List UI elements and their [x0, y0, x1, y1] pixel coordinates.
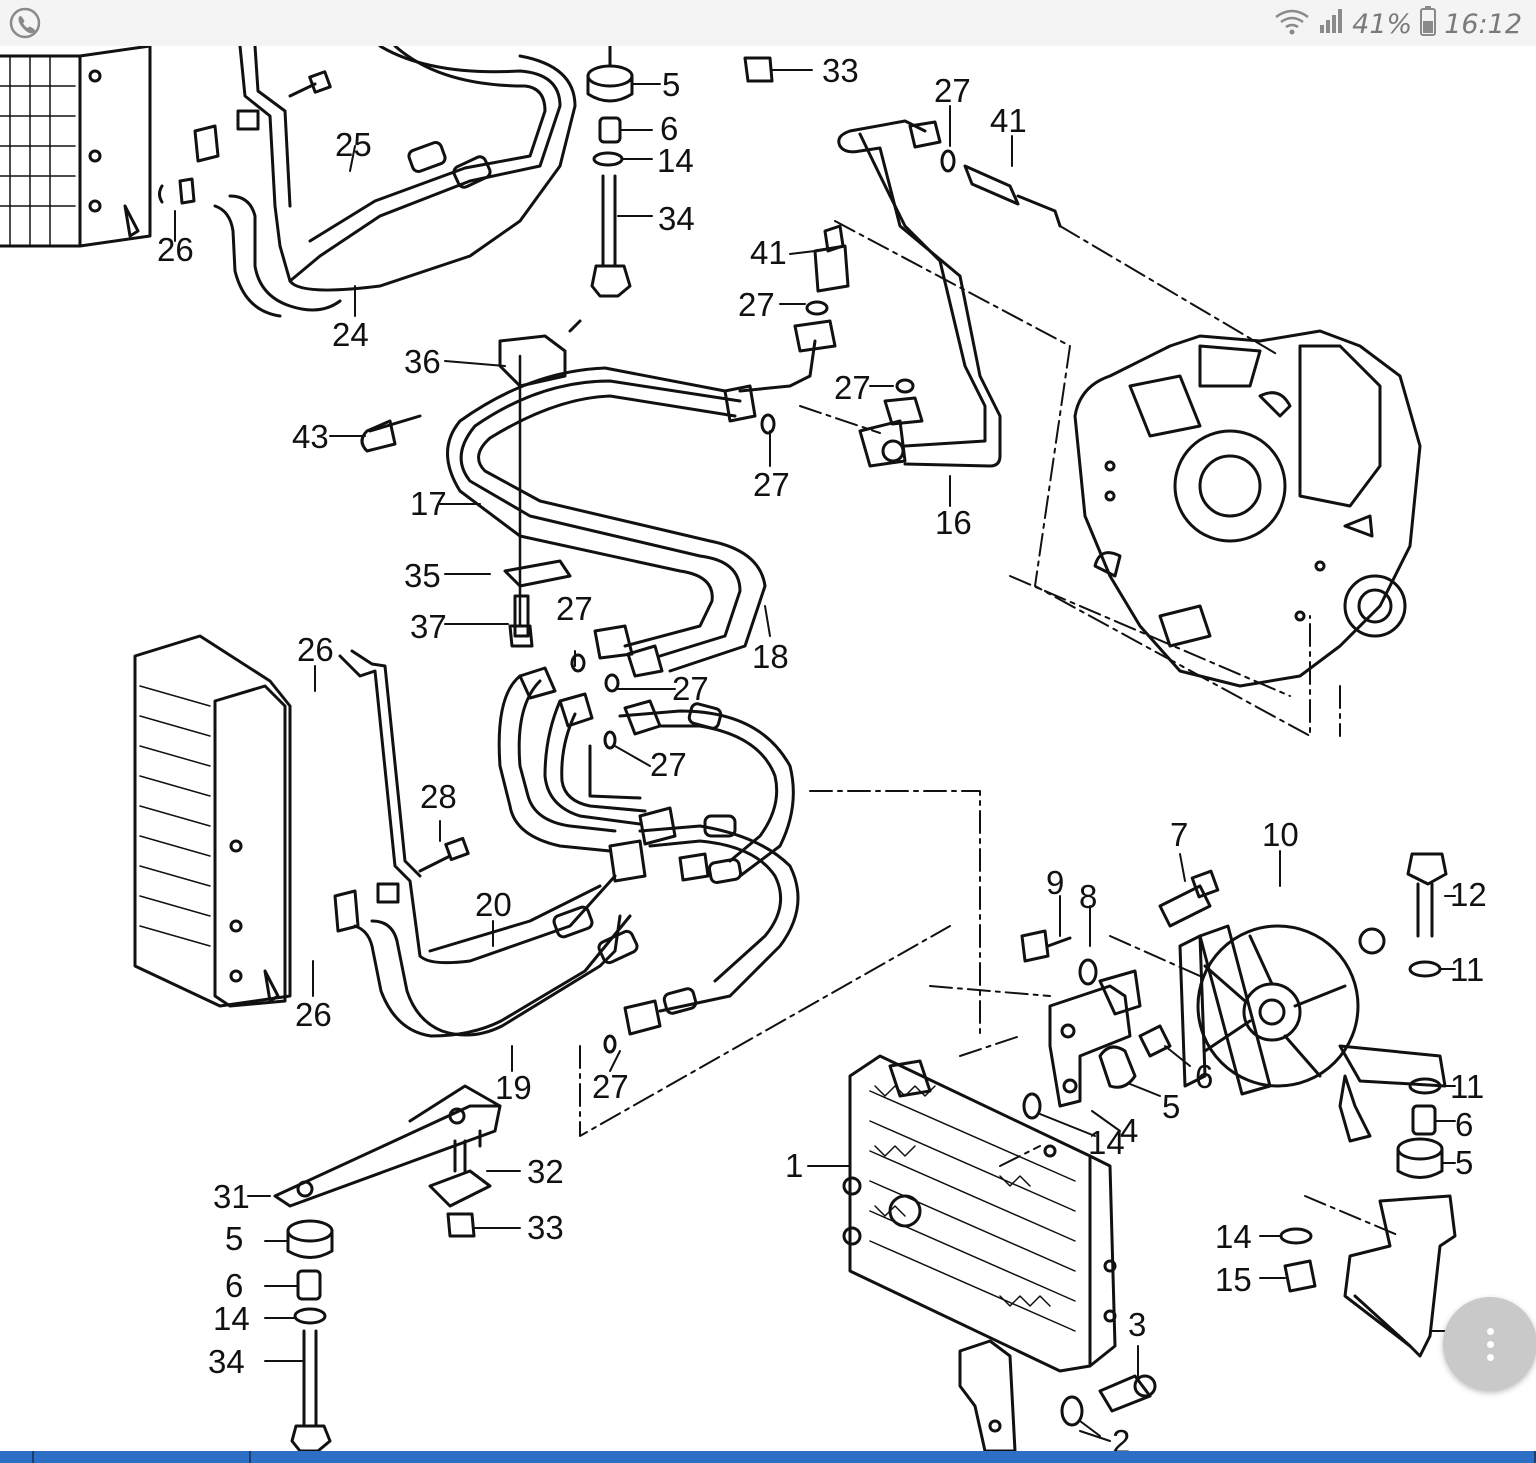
label-26-low: 26 — [295, 996, 332, 1033]
label-6-mid: 6 — [1195, 1058, 1213, 1095]
label-6-top: 6 — [660, 110, 678, 147]
label-5-right: 5 — [1455, 1144, 1473, 1181]
label-18: 18 — [752, 638, 789, 675]
wifi-signal-icon — [1274, 7, 1310, 42]
label-9: 9 — [1046, 864, 1064, 901]
label-3: 3 — [1128, 1306, 1146, 1343]
label-2: 2 — [1112, 1423, 1130, 1451]
label-14-top: 14 — [657, 142, 694, 179]
label-11-a: 11 — [1450, 951, 1484, 988]
label-33-top: 33 — [822, 52, 859, 89]
lower-radiator — [133, 634, 292, 1008]
label-35: 35 — [404, 557, 441, 594]
upper-bolts — [288, 70, 332, 98]
label-27-b: 27 — [738, 286, 775, 323]
label-31: 31 — [213, 1178, 250, 1215]
battery-icon — [1420, 6, 1437, 43]
label-1: 1 — [785, 1147, 803, 1184]
label-37: 37 — [410, 608, 447, 645]
clock: 16:12 — [1444, 9, 1522, 40]
label-41-b: 41 — [750, 234, 787, 271]
label-26-mid: 26 — [297, 631, 334, 668]
bracket-4-parts — [1020, 869, 1220, 1120]
label-16: 16 — [935, 504, 972, 541]
central-hose-bundle — [497, 666, 800, 1054]
label-17: 17 — [410, 485, 447, 522]
label-7: 7 — [1170, 816, 1188, 853]
exploded-parts-diagram: 5 6 14 34 33 27 41 41 27 27 27 16 25 26 … — [0, 46, 1536, 1451]
nut-33-top — [743, 56, 774, 83]
more-options-button[interactable] — [1443, 1297, 1536, 1391]
oil-cooler — [842, 1054, 1117, 1373]
label-20: 20 — [475, 886, 512, 923]
label-11-b: 11 — [1450, 1068, 1484, 1105]
gearbox-housing — [1073, 329, 1422, 688]
bottom-toolbar-strip — [0, 1451, 1536, 1463]
status-indicators: 41% 16:12 — [1274, 6, 1522, 43]
label-27-c: 27 — [834, 369, 871, 406]
label-32: 32 — [527, 1153, 564, 1190]
label-19: 19 — [495, 1069, 532, 1106]
more-vertical-icon — [1486, 1327, 1494, 1335]
label-25: 25 — [335, 126, 372, 163]
label-27-g: 27 — [650, 746, 687, 783]
leader-lines — [579, 220, 1401, 1237]
label-28: 28 — [420, 778, 457, 815]
upper-radiator — [0, 46, 152, 248]
upper-hose-lines — [158, 46, 577, 318]
lower-hose-lines — [333, 649, 639, 1038]
label-33-low: 33 — [527, 1209, 564, 1246]
viber-phone-icon — [8, 6, 42, 45]
label-leaders — [174, 69, 1456, 1442]
label-14-right: 14 — [1215, 1218, 1252, 1255]
lower-right-bracket — [958, 1339, 1157, 1451]
label-43: 43 — [292, 418, 329, 455]
lower-bracket-assembly — [273, 1084, 502, 1238]
label-24: 24 — [332, 316, 369, 353]
label-27-d: 27 — [753, 466, 790, 503]
upper-mount-stack — [586, 46, 634, 298]
label-27-a: 27 — [934, 72, 971, 109]
cooling-fan — [1178, 924, 1447, 1143]
pipe-fittings-mid — [570, 384, 776, 693]
label-10: 10 — [1262, 816, 1299, 853]
label-34-top: 34 — [658, 200, 695, 237]
label-27-h: 27 — [592, 1068, 629, 1105]
label-34-low: 34 — [208, 1343, 245, 1380]
part-number-labels: 5 6 14 34 33 27 41 41 27 27 27 16 25 26 … — [157, 52, 1487, 1451]
right-mount-stack — [1279, 852, 1457, 1358]
label-5-low: 5 — [225, 1220, 243, 1257]
lower-mount-stack — [286, 1219, 334, 1451]
label-36: 36 — [404, 343, 441, 380]
label-26-top: 26 — [157, 231, 194, 268]
label-5-top: 5 — [662, 66, 680, 103]
label-5-mid: 5 — [1162, 1088, 1180, 1125]
battery-percent: 41% — [1352, 9, 1413, 40]
label-14-mid: 14 — [1088, 1124, 1125, 1161]
label-4: 4 — [1120, 1112, 1138, 1149]
label-27-f: 27 — [672, 670, 709, 707]
label-14-low: 14 — [213, 1300, 250, 1337]
label-12: 12 — [1450, 876, 1487, 913]
label-41-a: 41 — [990, 102, 1027, 139]
label-8: 8 — [1079, 878, 1097, 915]
label-27-e: 27 — [556, 590, 593, 627]
label-6-low: 6 — [225, 1267, 243, 1304]
cell-signal-icon — [1318, 7, 1344, 42]
status-bar: 41% 16:12 — [0, 0, 1536, 46]
pipes-17-18 — [360, 319, 817, 673]
label-6-right: 6 — [1455, 1106, 1473, 1143]
label-15: 15 — [1215, 1261, 1252, 1298]
pipe-16-assembly — [793, 119, 1062, 468]
bolt-28 — [418, 836, 470, 873]
